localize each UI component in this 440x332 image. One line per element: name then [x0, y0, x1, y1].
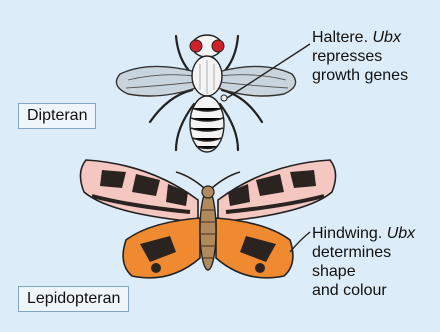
fly-illustration — [116, 35, 310, 152]
fly-left-wing — [116, 66, 196, 96]
hindwing-caption-lead: Hindwing. — [312, 225, 382, 242]
hindwing-caption-line2: determines — [312, 243, 415, 262]
fly-abdomen — [190, 96, 224, 152]
fly-right-wing — [218, 66, 296, 96]
hindwing-caption: Hindwing. Ubx determines shape and colou… — [312, 224, 415, 300]
haltere-caption-line1: Haltere. Ubx — [312, 28, 408, 47]
haltere-caption-line2: represses — [312, 47, 408, 66]
fly-left-eye — [190, 40, 202, 52]
lepidopteran-label: Lepidopteran — [18, 286, 129, 312]
dipteran-label: Dipteran — [18, 103, 96, 129]
moth-illustration — [80, 160, 335, 278]
hindwing-caption-line1: Hindwing. Ubx — [312, 224, 415, 243]
hindwing-caption-gene: Ubx — [387, 225, 415, 242]
haltere-caption-gene: Ubx — [372, 29, 400, 46]
haltere-caption-line3: growth genes — [312, 66, 408, 85]
haltere-caption-lead: Haltere. — [312, 29, 368, 46]
fly-right-eye — [212, 40, 224, 52]
hindwing-caption-line4: and colour — [312, 281, 415, 300]
haltere-caption: Haltere. Ubx represses growth genes — [312, 28, 408, 85]
fly-haltere — [221, 95, 227, 101]
hindwing-leader-line — [290, 232, 310, 252]
hindwing-caption-line3: shape — [312, 262, 415, 281]
